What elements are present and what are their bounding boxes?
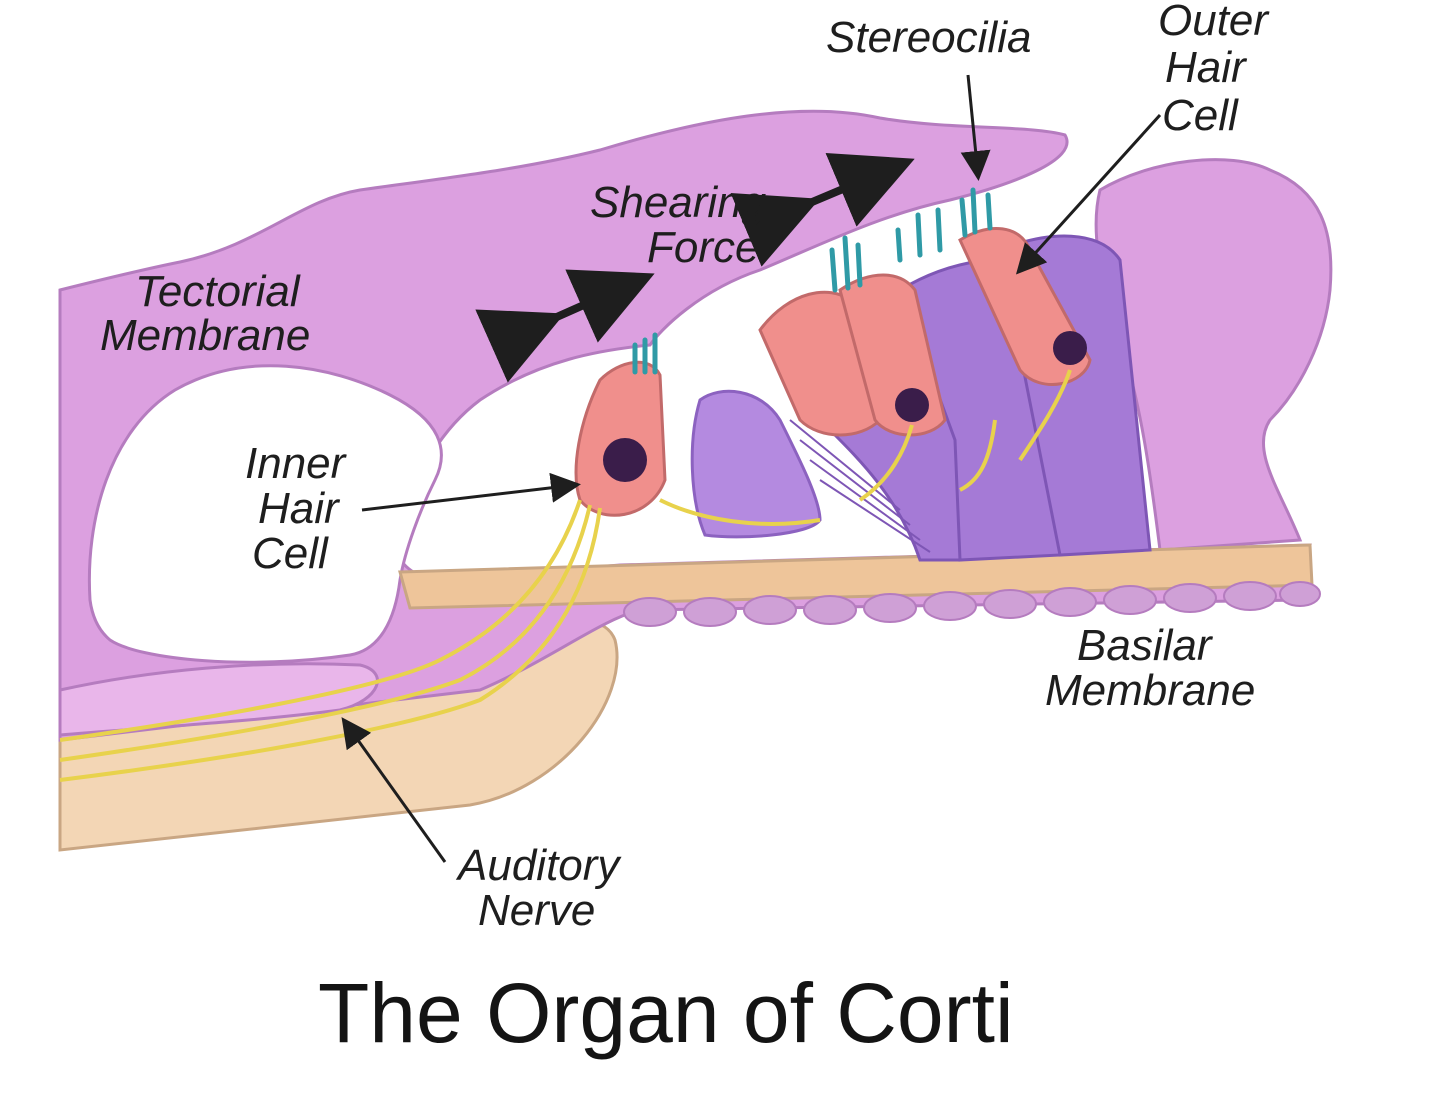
label-shearing-force-2: Force — [647, 223, 759, 272]
label-inner-hair-cell-3: Cell — [252, 529, 329, 578]
label-outer-hair-cell-1: Outer — [1158, 0, 1270, 45]
label-stereocilia: Stereocilia — [826, 13, 1031, 62]
label-auditory-nerve-1: Auditory — [455, 841, 622, 890]
label-auditory-nerve-2: Nerve — [478, 886, 595, 935]
inner-hair-cell-nucleus — [603, 438, 647, 482]
label-basilar-membrane-1: Basilar — [1077, 621, 1214, 670]
label-tectorial-membrane-1: Tectorial — [135, 267, 301, 316]
label-inner-hair-cell-1: Inner — [245, 439, 348, 488]
label-outer-hair-cell-2: Hair — [1165, 43, 1248, 92]
label-tectorial-membrane-2: Membrane — [100, 311, 310, 360]
auditory-nerve-fibers — [59, 369, 1072, 782]
label-basilar-membrane-2: Membrane — [1045, 666, 1255, 715]
label-inner-hair-cell-2: Hair — [258, 484, 341, 533]
diagram-title: The Organ of Corti — [318, 966, 1014, 1060]
basilar-cells-row — [623, 581, 1321, 627]
inner-sulcus-cavity — [87, 364, 443, 664]
label-outer-hair-cell-3: Cell — [1162, 91, 1239, 140]
limbus-lip — [58, 662, 379, 737]
outer-hair-cell-nuclei — [895, 331, 1087, 422]
label-shearing-force-1: Shearing — [590, 178, 767, 227]
leader-lines — [341, 74, 1162, 863]
shearing-force-arrows — [475, 152, 915, 383]
phalangeal-stripes — [789, 419, 931, 553]
